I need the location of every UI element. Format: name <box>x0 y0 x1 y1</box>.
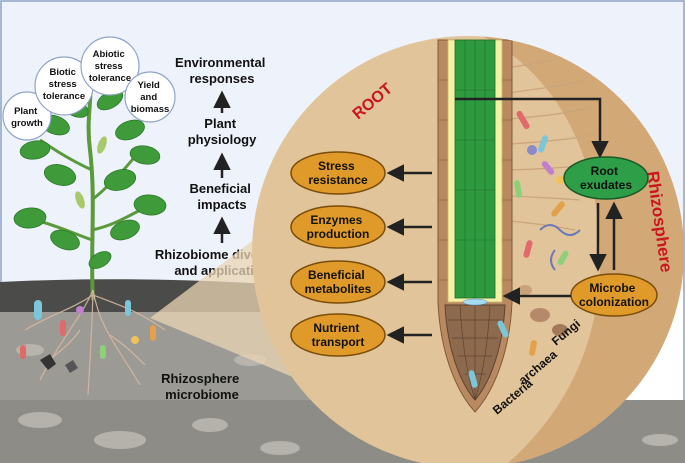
svg-text:Beneficial impacts: Beneficial impacts <box>189 181 254 212</box>
function-beneficial-metabolites: Beneficial metabolites <box>290 260 386 304</box>
zoom-circle <box>252 36 684 463</box>
flow-environmental: Environmental responses <box>175 55 269 86</box>
plant-roots <box>24 289 166 396</box>
svg-text:Environmental responses: Environmental responses <box>175 55 269 86</box>
flow-physiology: Plant physiology <box>188 116 257 147</box>
svg-text:Yield and biomass: Yield and biomass <box>131 80 170 115</box>
root-meristem <box>462 298 488 306</box>
svg-text:Abiotic stress tol: Abiotic stress tolerance <box>89 49 131 84</box>
soil-stones <box>16 344 678 455</box>
flow-beneficial: Beneficial impacts <box>189 181 254 212</box>
svg-text:Biotic stress tole: Biotic stress tolerance <box>43 67 85 102</box>
svg-text:Nutrient transport: Nutrient transport <box>312 321 365 349</box>
arrow-root-to-exudates <box>455 97 609 159</box>
root-exudates-node: Root exudates <box>563 156 649 200</box>
trait-yield-biomass: Yield and biomass <box>124 71 176 123</box>
svg-text:Microbe colonization: Microbe colonization <box>579 281 649 309</box>
microbe-colonization-node: Microbe colonization <box>570 273 658 317</box>
svg-text:Stress resistance: Stress resistance <box>308 159 368 187</box>
function-arrows <box>386 164 432 344</box>
plant <box>13 84 167 301</box>
trait-biotic-stress: Biotic stress tolerance <box>34 56 94 116</box>
trait-abiotic-stress: Abiotic stress tolerance <box>80 36 140 96</box>
svg-text:Rhizosphere microbiome: Rhizosphere microbiome <box>161 371 243 402</box>
rhizosphere-microbiome-label: Rhizosphere microbiome <box>161 371 243 402</box>
rhizosphere-microbes <box>468 110 581 388</box>
function-nutrient-transport: Nutrient transport <box>290 313 386 357</box>
function-enzymes-production: Enzymes production <box>290 205 386 249</box>
svg-text:Plant physiology: Plant physiology <box>188 116 257 147</box>
trait-plant-growth: Plant growth <box>2 91 52 141</box>
svg-text:Plant growth: Plant growth <box>11 106 43 129</box>
function-stress-resistance: Stress resistance <box>290 151 386 195</box>
svg-text:Root exudates: Root exudates <box>580 164 632 192</box>
soil-microbes <box>20 300 156 373</box>
svg-text:Beneficial metabolites: Beneficial metabolites <box>305 268 372 296</box>
svg-text:Enzymes production: Enzymes production <box>307 213 370 241</box>
